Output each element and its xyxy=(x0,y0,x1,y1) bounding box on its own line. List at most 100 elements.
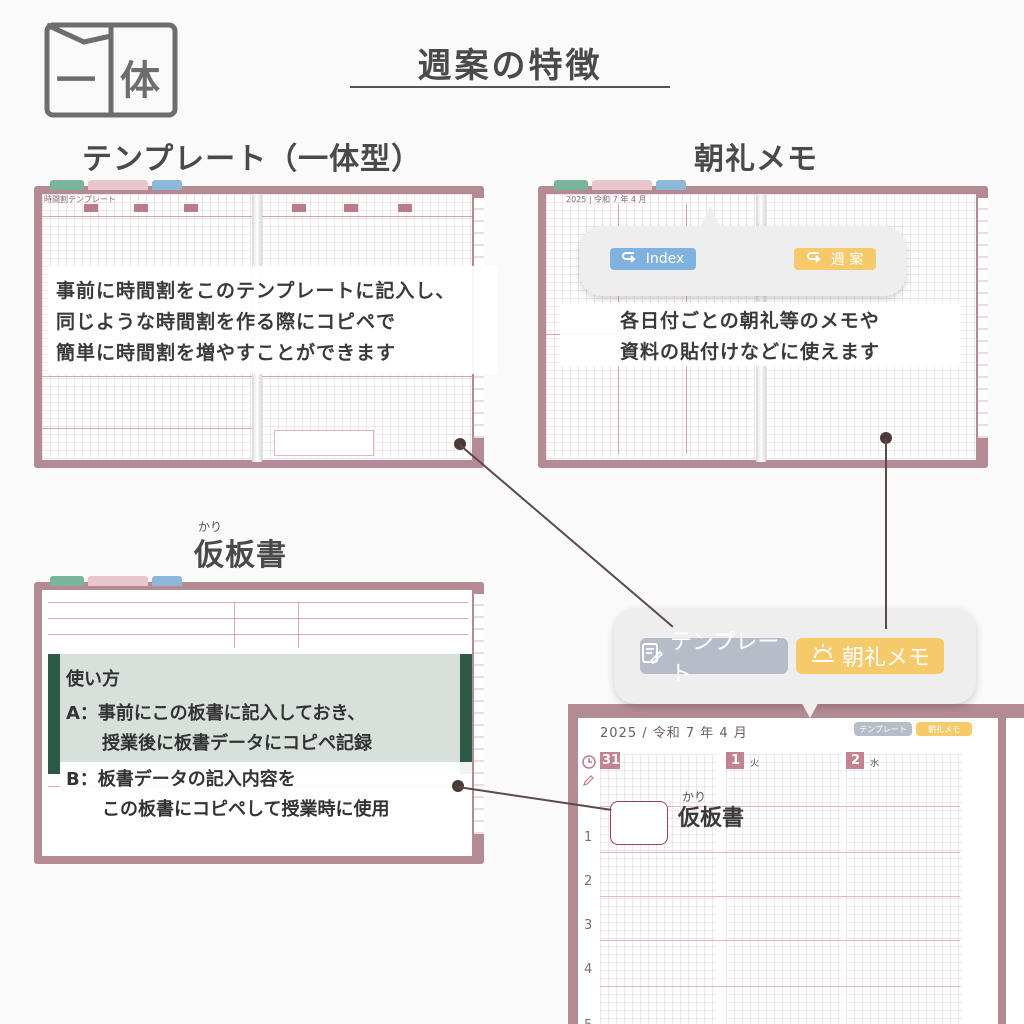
row-divider xyxy=(48,634,468,635)
return-arrow-icon xyxy=(621,251,638,267)
school-tab xyxy=(152,576,182,586)
provisional-board-label: 仮板書 xyxy=(678,806,745,831)
template-description-2: 同じような時間割を作る際にコピペで xyxy=(56,311,397,333)
template-page-label: 時間割テンプレート xyxy=(44,195,116,204)
usage-line-b1: B：板書データの記入内容を xyxy=(66,769,296,790)
mini-memo-label: 朝礼メモ xyxy=(928,724,960,734)
template-button-label: テンプレート xyxy=(670,630,780,687)
page-title: 週案の特徴 xyxy=(417,46,603,86)
row-divider xyxy=(48,602,468,603)
board-label-ruby: かり xyxy=(682,790,707,804)
period-divider xyxy=(600,940,960,941)
day-number: 1 xyxy=(731,753,741,768)
row-divider xyxy=(42,428,252,429)
period-divider xyxy=(600,896,960,897)
memo-date-label: 2025 | 令和 7 年 4 月 xyxy=(566,195,647,204)
template-section-title: テンプレート（一体型） xyxy=(82,142,423,177)
day-column xyxy=(600,754,716,1024)
column-divider xyxy=(298,602,299,648)
day-column xyxy=(726,754,842,1024)
callout-tail xyxy=(800,700,820,718)
weekly-button[interactable]: 週 案 xyxy=(794,248,876,270)
school-tab xyxy=(656,180,686,190)
day-head-2: 2 xyxy=(846,752,864,769)
header-block xyxy=(134,204,148,212)
row-divider xyxy=(262,216,472,217)
letter-tabs xyxy=(592,180,652,190)
header-block xyxy=(398,204,412,212)
mini-template-label: テンプレート xyxy=(859,724,907,734)
return-arrow-icon xyxy=(806,251,823,267)
usage-band xyxy=(60,762,472,832)
weekly-date-label: 2025 / 令和 7 年 4 月 xyxy=(600,726,748,741)
memo-section-title: 朝礼メモ xyxy=(694,142,818,177)
board-ruby: かり xyxy=(198,520,223,534)
column-divider xyxy=(234,602,235,648)
day-number: 2 xyxy=(851,753,861,768)
index-sidetabs[interactable] xyxy=(978,198,988,438)
description-band xyxy=(48,266,498,374)
logo-char-1: 一 xyxy=(56,58,96,104)
morning-memo-button[interactable]: 朝礼メモ xyxy=(796,638,944,674)
provisional-board-box[interactable] xyxy=(610,801,668,845)
day-number: 31 xyxy=(602,753,621,768)
template-description-1: 事前に時間割をこのテンプレートに記入し、 xyxy=(56,280,456,302)
weekly-label: 週 案 xyxy=(830,252,864,268)
logo-char-2: 体 xyxy=(120,58,160,104)
index-sidetabs[interactable] xyxy=(474,594,484,834)
callout-tail xyxy=(700,206,720,226)
mini-template-button[interactable]: テンプレート xyxy=(854,722,912,736)
usage-line-a2: 授業後に板書データにコピペ記録 xyxy=(66,733,372,754)
mini-memo-button[interactable]: 朝礼メモ xyxy=(916,722,972,736)
template-notebook: 時間割テンプレート xyxy=(34,180,498,468)
clock-icon xyxy=(582,754,596,773)
weekly-next-page xyxy=(1006,718,1024,1024)
day-head-31: 31 xyxy=(600,752,620,769)
row-divider xyxy=(48,618,468,619)
subject-tab xyxy=(554,180,588,190)
board-section-title: 仮板書 xyxy=(194,538,287,573)
day-head-1: 1 xyxy=(726,752,744,769)
letter-tabs xyxy=(88,576,148,586)
template-description-3: 簡単に時間割を増やすことができます xyxy=(56,342,397,364)
period-number: 4 xyxy=(584,962,593,977)
day-column xyxy=(846,754,962,1024)
period-divider xyxy=(600,852,960,853)
subject-tab xyxy=(50,576,84,586)
section-callout: テンプレート 朝礼メモ xyxy=(614,608,976,704)
connector-line xyxy=(885,439,887,629)
memo-description-band xyxy=(560,302,960,366)
school-tab xyxy=(152,180,182,190)
day-name: 水 xyxy=(870,759,880,769)
morning-memo-button-label: 朝礼メモ xyxy=(841,646,930,671)
header-block xyxy=(344,204,358,212)
row-divider xyxy=(42,216,252,217)
period-number: 1 xyxy=(584,830,593,845)
index-button[interactable]: Index xyxy=(610,248,696,270)
period-divider xyxy=(600,986,960,987)
period-number: 5 xyxy=(584,1018,592,1024)
connector-dot xyxy=(452,780,464,792)
row-divider xyxy=(42,376,252,377)
document-edit-icon xyxy=(640,641,664,671)
sunrise-icon xyxy=(810,641,836,671)
connector-dot xyxy=(880,432,892,444)
note-box xyxy=(274,430,374,456)
connector-line xyxy=(459,444,674,628)
template-button[interactable]: テンプレート xyxy=(640,630,788,687)
header-block xyxy=(84,204,98,212)
header-block xyxy=(292,204,306,212)
book-icon: 一 体 xyxy=(44,22,178,118)
memo-description-2: 資料の貼付けなどに使えます xyxy=(620,341,881,363)
day-name: 火 xyxy=(750,759,760,769)
weekly-notebook: 2025 / 令和 7 年 4 月 テンプレート 朝礼メモ 31 1 火 2 水… xyxy=(568,704,1024,1024)
title-underline xyxy=(350,86,670,88)
row-divider xyxy=(262,376,472,377)
period-divider xyxy=(600,806,960,807)
chalkboard xyxy=(48,654,472,774)
index-callout: Index 週 案 xyxy=(580,226,906,296)
usage-heading: 使い方 xyxy=(66,669,120,690)
usage-line-a1: A：事前にこの板書に記入しておき、 xyxy=(66,703,366,724)
letter-tabs xyxy=(88,180,148,190)
period-number: 2 xyxy=(584,874,593,889)
